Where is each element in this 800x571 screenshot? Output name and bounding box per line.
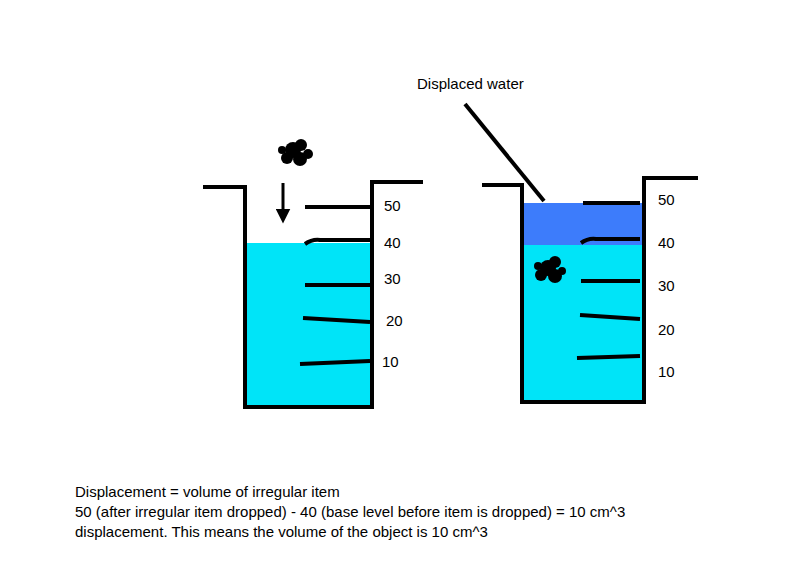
scale-number: 10 <box>658 362 675 382</box>
scale-number: 30 <box>384 269 401 289</box>
drop-arrow <box>282 183 285 216</box>
scale-number: 50 <box>658 190 675 210</box>
callout-label: Displaced water <box>417 74 524 94</box>
irregular-object <box>534 256 566 283</box>
leader-line <box>465 104 544 201</box>
irregular-object <box>278 139 313 166</box>
scale-number: 10 <box>382 352 399 372</box>
beaker-outline <box>482 178 698 402</box>
scale-number: 30 <box>658 276 675 296</box>
graduation-marks <box>577 203 640 358</box>
graduation-marks <box>300 207 370 364</box>
scale-number: 40 <box>384 233 401 253</box>
note-text: Displacement = volume of irregular item <box>75 482 340 502</box>
beaker-outline <box>203 182 423 407</box>
scale-number: 50 <box>384 196 401 216</box>
note-text: 50 (after irregular item dropped) - 40 (… <box>75 502 715 542</box>
water <box>522 245 644 402</box>
water <box>245 243 372 407</box>
scale-number: 40 <box>658 233 675 253</box>
scale-number: 20 <box>386 311 403 331</box>
scale-number: 20 <box>658 320 675 340</box>
displaced-water <box>522 203 644 245</box>
